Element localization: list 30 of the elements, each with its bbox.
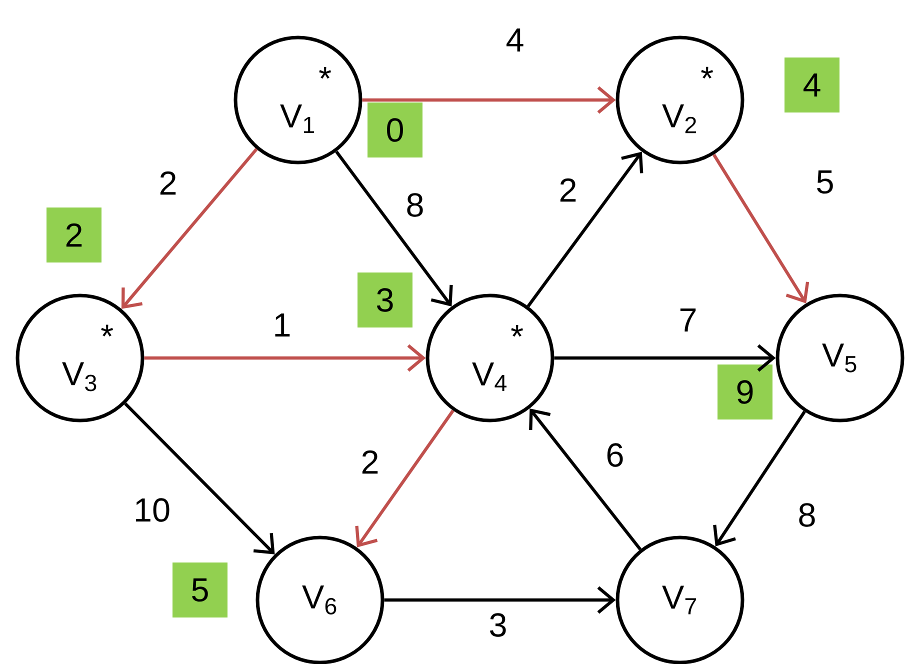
arrow — [384, 586, 616, 614]
edge-label: 3 — [486, 611, 510, 639]
distance-box: 3 — [358, 272, 412, 328]
edge-label: 2 — [556, 176, 580, 204]
arrow — [713, 410, 806, 546]
edge-label: 1 — [270, 312, 294, 338]
edge-label: 4 — [504, 26, 526, 54]
edge-label: 7 — [676, 306, 700, 334]
edge-label: 8 — [404, 191, 426, 219]
arrow — [526, 152, 644, 308]
distance-box: 0 — [368, 102, 422, 158]
distance-box: 9 — [718, 364, 772, 420]
edge-label: 2 — [358, 448, 382, 476]
distance-box: 2 — [46, 208, 102, 262]
edge-label: 10 — [132, 496, 172, 524]
arrow — [121, 148, 258, 309]
edge-label: 8 — [796, 501, 818, 529]
arrow — [144, 344, 426, 372]
arrow — [124, 402, 275, 554]
distance-box: 4 — [784, 58, 840, 112]
arrow — [335, 150, 453, 306]
arrow — [529, 408, 642, 550]
edge-label: 2 — [156, 170, 180, 196]
arrow — [554, 344, 776, 372]
arrow — [362, 86, 616, 114]
distance-box: 5 — [172, 562, 228, 618]
edge-label: 5 — [814, 168, 836, 196]
arrow — [712, 154, 810, 304]
arrow — [355, 410, 454, 548]
edge-label: 6 — [604, 441, 626, 469]
